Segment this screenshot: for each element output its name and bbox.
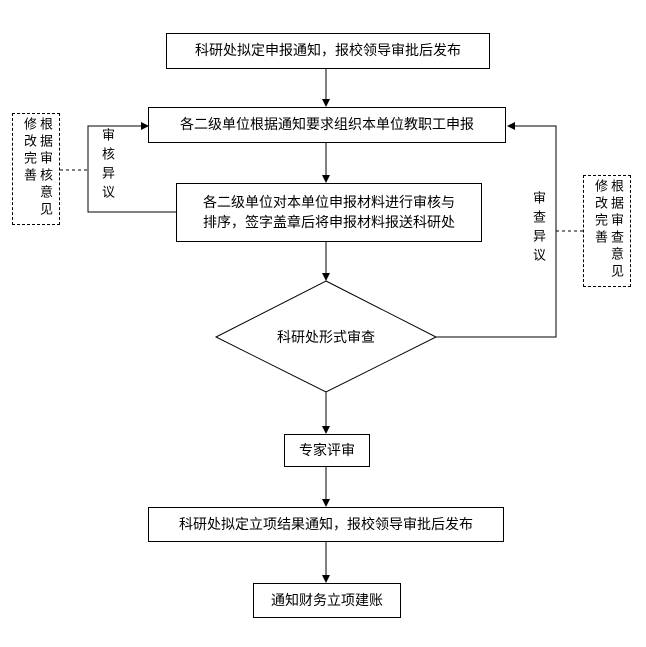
step6-box: 通知财务立项建账: [253, 583, 401, 618]
decision-text: 科研处形式审查: [277, 330, 375, 346]
step2-box: 各二级单位根据通知要求组织本单位教职工申报: [148, 107, 506, 143]
step6-text: 通知财务立项建账: [271, 592, 383, 609]
right-loop-label: 审查异议: [530, 191, 545, 267]
right-note-box: 根据审查意见修改完善: [583, 175, 631, 287]
step5-text: 科研处拟定立项结果通知，报校领导审批后发布: [179, 516, 473, 533]
decision-diamond: [214, 280, 438, 393]
step4-text: 专家评审: [299, 442, 355, 459]
step1-box: 科研处拟定申报通知，报校领导审批后发布: [166, 33, 490, 69]
left-note-box: 根据审核意见修改完善: [12, 113, 60, 225]
step3-text-line1: 各二级单位对本单位申报材料进行审核与: [203, 194, 455, 211]
step1-text: 科研处拟定申报通知，报校领导审批后发布: [195, 43, 461, 59]
step3-text-line2: 排序，签字盖章后将申报材料报送科研处: [203, 214, 455, 231]
step5-box: 科研处拟定立项结果通知，报校领导审批后发布: [148, 507, 504, 542]
right-note-text: 根据审查意见修改完善: [592, 179, 623, 281]
arrow-left-feedback-loop: [87, 122, 176, 213]
step2-text: 各二级单位根据通知要求组织本单位教职工申报: [180, 117, 474, 133]
step4-box: 专家评审: [284, 434, 370, 467]
left-loop-label: 审核异议: [99, 128, 114, 204]
step3-box: 各二级单位对本单位申报材料进行审核与 排序，签字盖章后将申报材料报送科研处: [176, 183, 482, 242]
left-note-text: 根据审核意见修改完善: [21, 117, 52, 219]
